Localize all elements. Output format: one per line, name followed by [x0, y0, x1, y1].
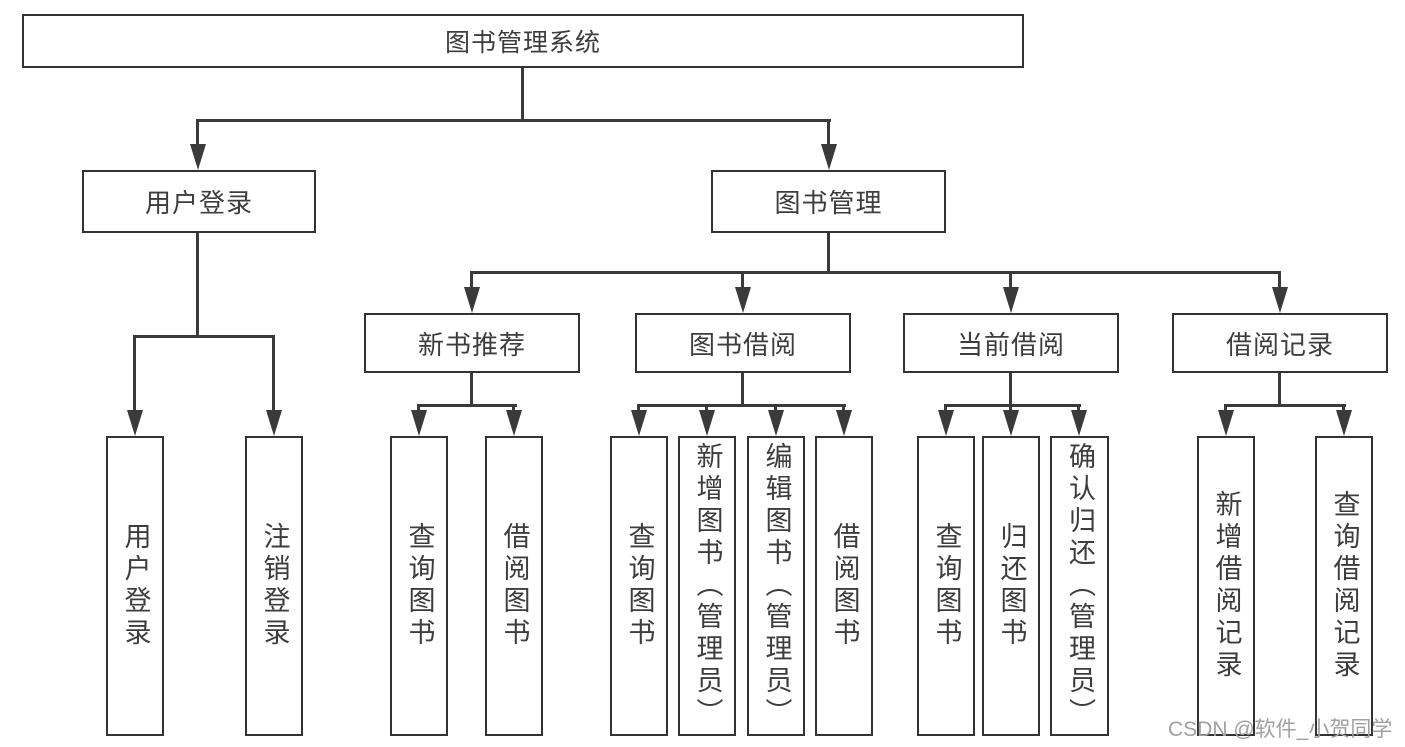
node-label: 查询图书 — [404, 522, 435, 650]
node-label: 新增借阅记录 — [1211, 490, 1242, 682]
arrow-down-icon — [411, 410, 427, 436]
connector-line — [842, 404, 845, 414]
connector-line — [196, 119, 199, 148]
arrow-down-icon — [1003, 287, 1019, 313]
arrow-down-icon — [1071, 410, 1087, 436]
connector-line — [196, 119, 831, 122]
csdn-watermark: CSDN @软件_小贺同学 — [1168, 718, 1393, 741]
node-label: 新书推荐 — [417, 329, 526, 360]
arrow-down-icon — [821, 144, 837, 170]
node-label: 用户登录 — [144, 188, 253, 218]
connector-line — [827, 119, 830, 148]
leaf-query-books-borrowing: 查询图书 — [610, 436, 668, 736]
connector-line — [741, 271, 744, 290]
node-label: 新增图书（管理员） — [692, 442, 723, 730]
connector-line — [272, 335, 275, 413]
node-label: 归还图书 — [996, 522, 1027, 650]
arrow-down-icon — [836, 410, 852, 436]
connector-line — [1009, 404, 1012, 414]
connector-line — [512, 404, 515, 414]
node-label: 查询借阅记录 — [1329, 490, 1360, 682]
arrow-down-icon — [768, 410, 784, 436]
node-label: 借阅记录 — [1225, 329, 1334, 360]
arrow-down-icon — [1003, 410, 1019, 436]
connector-line — [470, 373, 473, 407]
connector-line — [1077, 404, 1080, 414]
connector-line — [417, 404, 420, 414]
node-label: 图书借阅 — [688, 329, 797, 360]
node-label: 查询图书 — [624, 522, 655, 650]
leaf-add-borrow-record: 新增借阅记录 — [1197, 436, 1255, 736]
arrow-down-icon — [1218, 410, 1234, 436]
node-label: 图书管理系统 — [444, 29, 601, 57]
node-label: 用户登录 — [120, 522, 151, 650]
leaf-query-borrow-record: 查询借阅记录 — [1315, 436, 1373, 736]
node-book-management: 图书管理 — [711, 170, 946, 233]
connector-line — [1009, 271, 1012, 290]
connector-line — [1009, 373, 1012, 407]
node-label: 当前借阅 — [956, 329, 1065, 360]
connector-line — [1224, 404, 1227, 414]
connector-line — [417, 404, 517, 407]
arrow-down-icon — [266, 410, 282, 436]
arrow-down-icon — [1272, 287, 1288, 313]
arrow-down-icon — [190, 144, 206, 170]
arrow-down-icon — [631, 410, 647, 436]
node-label: 确认归还（管理员） — [1065, 442, 1095, 730]
node-library-system: 图书管理系统 — [22, 14, 1024, 68]
leaf-confirm-return-admin: 确认归还（管理员） — [1050, 436, 1109, 736]
connector-line — [637, 404, 846, 407]
connector-line — [741, 373, 744, 407]
connector-line — [944, 404, 947, 414]
connector-line — [470, 271, 473, 290]
connector-line — [774, 404, 777, 414]
node-label: 注销登录 — [259, 522, 290, 650]
node-new-book-recommendation: 新书推荐 — [364, 313, 580, 373]
leaf-edit-book-admin: 编辑图书（管理员） — [747, 436, 805, 736]
connector-line — [521, 68, 524, 121]
arrow-down-icon — [1336, 410, 1352, 436]
arrow-down-icon — [127, 410, 143, 436]
connector-line — [133, 335, 275, 338]
arrow-down-icon — [699, 410, 715, 436]
leaf-add-book-admin: 新增图书（管理员） — [678, 436, 736, 736]
leaf-borrow-books-recommend: 借阅图书 — [485, 436, 543, 736]
connector-line — [1278, 271, 1281, 290]
connector-line — [705, 404, 708, 414]
arrow-down-icon — [938, 410, 954, 436]
connector-line — [944, 404, 1081, 407]
leaf-return-book: 归还图书 — [982, 436, 1040, 736]
node-label: 图书管理 — [774, 188, 883, 218]
leaf-user-login: 用户登录 — [106, 436, 164, 736]
node-label: 查询图书 — [931, 522, 962, 650]
connector-line — [196, 233, 199, 338]
arrow-down-icon — [506, 410, 522, 436]
leaf-logout-login: 注销登录 — [245, 436, 303, 736]
node-book-borrowing: 图书借阅 — [635, 313, 851, 373]
connector-line — [1278, 373, 1281, 407]
connector-line — [827, 233, 830, 274]
leaf-query-books-current: 查询图书 — [917, 436, 975, 736]
leaf-query-books-recommend: 查询图书 — [390, 436, 448, 736]
node-label: 编辑图书（管理员） — [761, 442, 792, 730]
arrow-down-icon — [735, 287, 751, 313]
connector-line — [470, 271, 1281, 274]
node-label: 借阅图书 — [829, 522, 860, 650]
connector-line — [1224, 404, 1346, 407]
node-user-login: 用户登录 — [82, 170, 316, 233]
connector-line — [637, 404, 640, 414]
connector-line — [1342, 404, 1345, 414]
node-borrowing-records: 借阅记录 — [1172, 313, 1388, 373]
arrow-down-icon — [464, 287, 480, 313]
node-label: 借阅图书 — [499, 522, 530, 650]
leaf-borrow-books-borrowing: 借阅图书 — [815, 436, 873, 736]
connector-line — [133, 335, 136, 413]
node-current-borrowing: 当前借阅 — [903, 313, 1119, 373]
